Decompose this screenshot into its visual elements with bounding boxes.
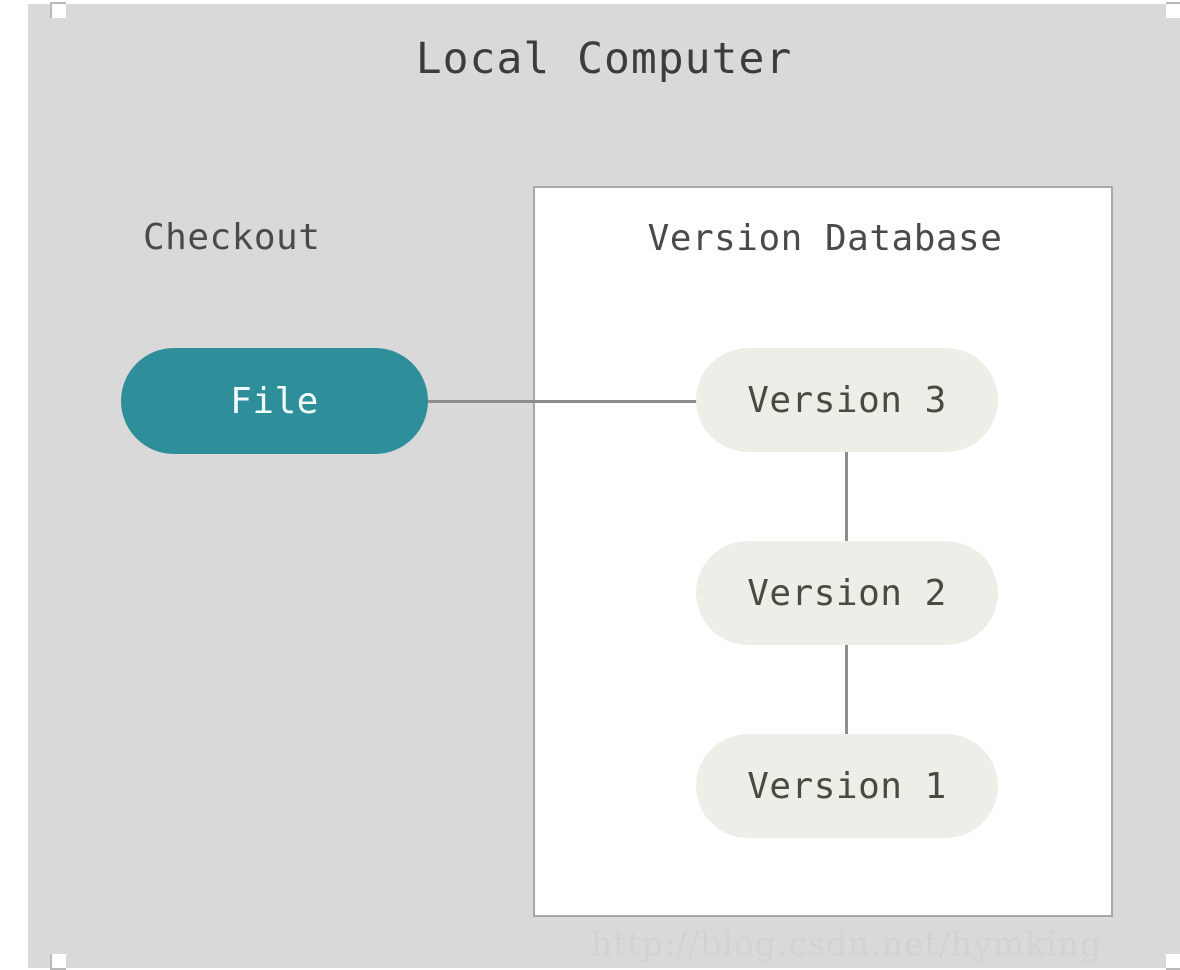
version-database-title: Version Database [647, 218, 1003, 259]
node-version-2[interactable]: Version 2 [696, 541, 998, 645]
node-version-1[interactable]: Version 1 [696, 734, 998, 838]
node-version-3[interactable]: Version 3 [696, 348, 998, 452]
node-file[interactable]: File [121, 348, 428, 454]
connector-file-to-version-3 [406, 400, 702, 403]
diagram-canvas: Local Computer Checkout Version Database… [28, 2, 1180, 970]
checkout-label: Checkout [143, 217, 321, 258]
diagram-title: Local Computer [415, 34, 793, 84]
connector-version-3-to-version-2 [845, 448, 848, 544]
corner-mark-top-right [1166, 2, 1180, 18]
corner-mark-top-left [50, 2, 66, 18]
connector-version-2-to-version-1 [845, 641, 848, 737]
watermark-text: http://blog.csdn.net/hymking [591, 924, 1102, 963]
